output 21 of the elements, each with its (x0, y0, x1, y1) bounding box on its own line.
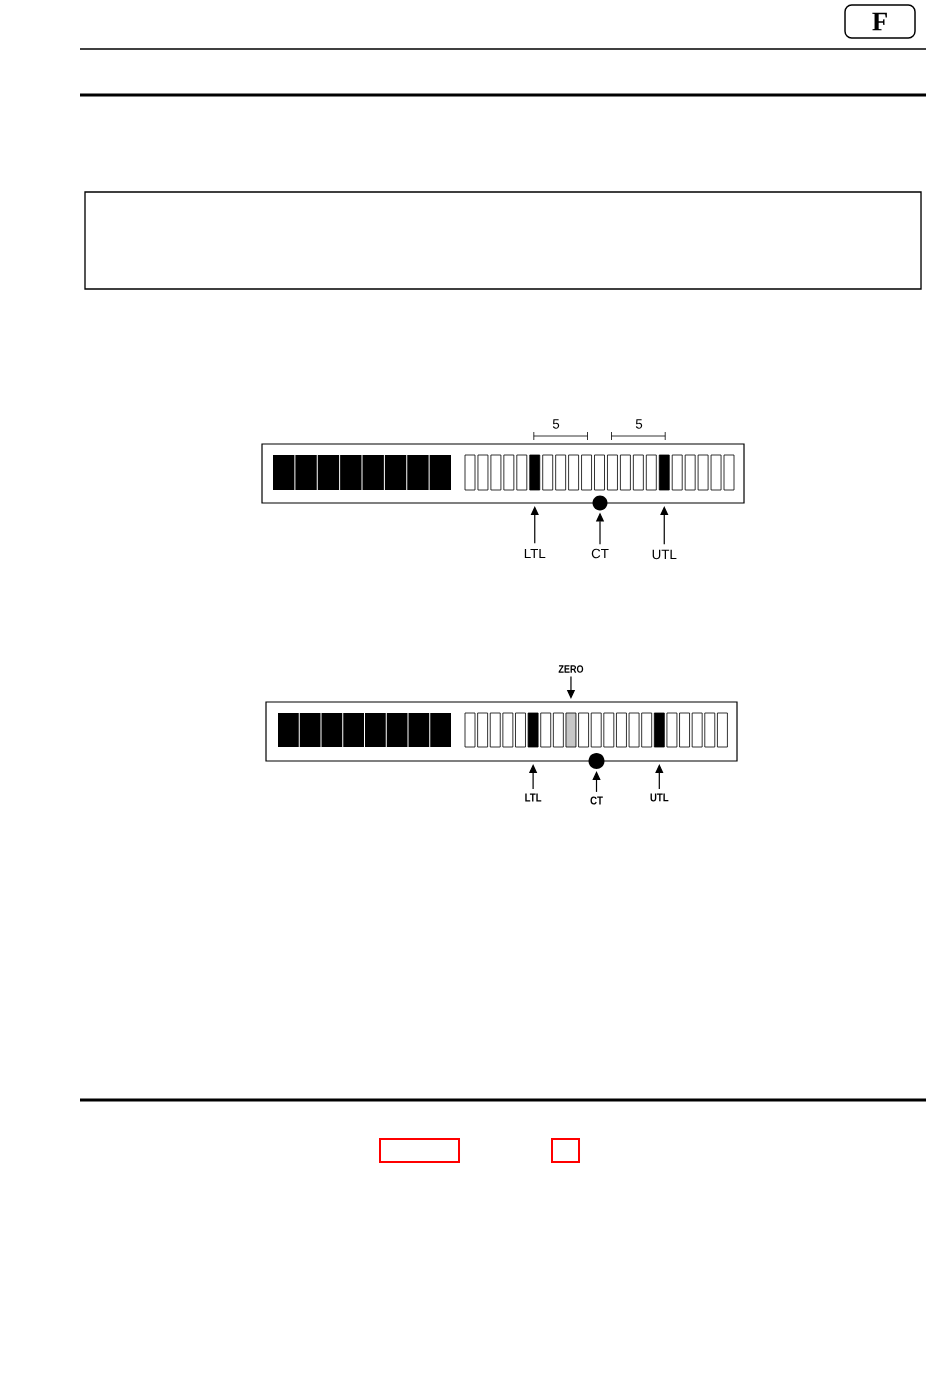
pointer-label: ZERO (558, 665, 584, 673)
pointer-label: CT (591, 548, 609, 559)
empty-frame (84, 191, 922, 290)
pointer-label: CT (590, 796, 603, 805)
dimension-label: 5 (552, 419, 560, 429)
pointer-label: UTL (652, 549, 677, 560)
center-dot (592, 495, 608, 511)
section-tab: F (844, 4, 916, 39)
pointer-label: UTL (650, 793, 669, 802)
pointer-label: LTL (524, 548, 546, 559)
display-panel (261, 443, 745, 504)
pointer-label: LTL (525, 793, 542, 802)
display-panel (265, 701, 738, 762)
pointer-arrow (655, 764, 664, 790)
pointer-arrow (530, 506, 539, 544)
center-dot (588, 753, 605, 769)
pointer-arrow (660, 506, 669, 545)
dimension-label: 5 (635, 419, 643, 429)
link-box (379, 1138, 460, 1163)
pointer-arrow (592, 771, 601, 793)
link-box (551, 1138, 580, 1163)
